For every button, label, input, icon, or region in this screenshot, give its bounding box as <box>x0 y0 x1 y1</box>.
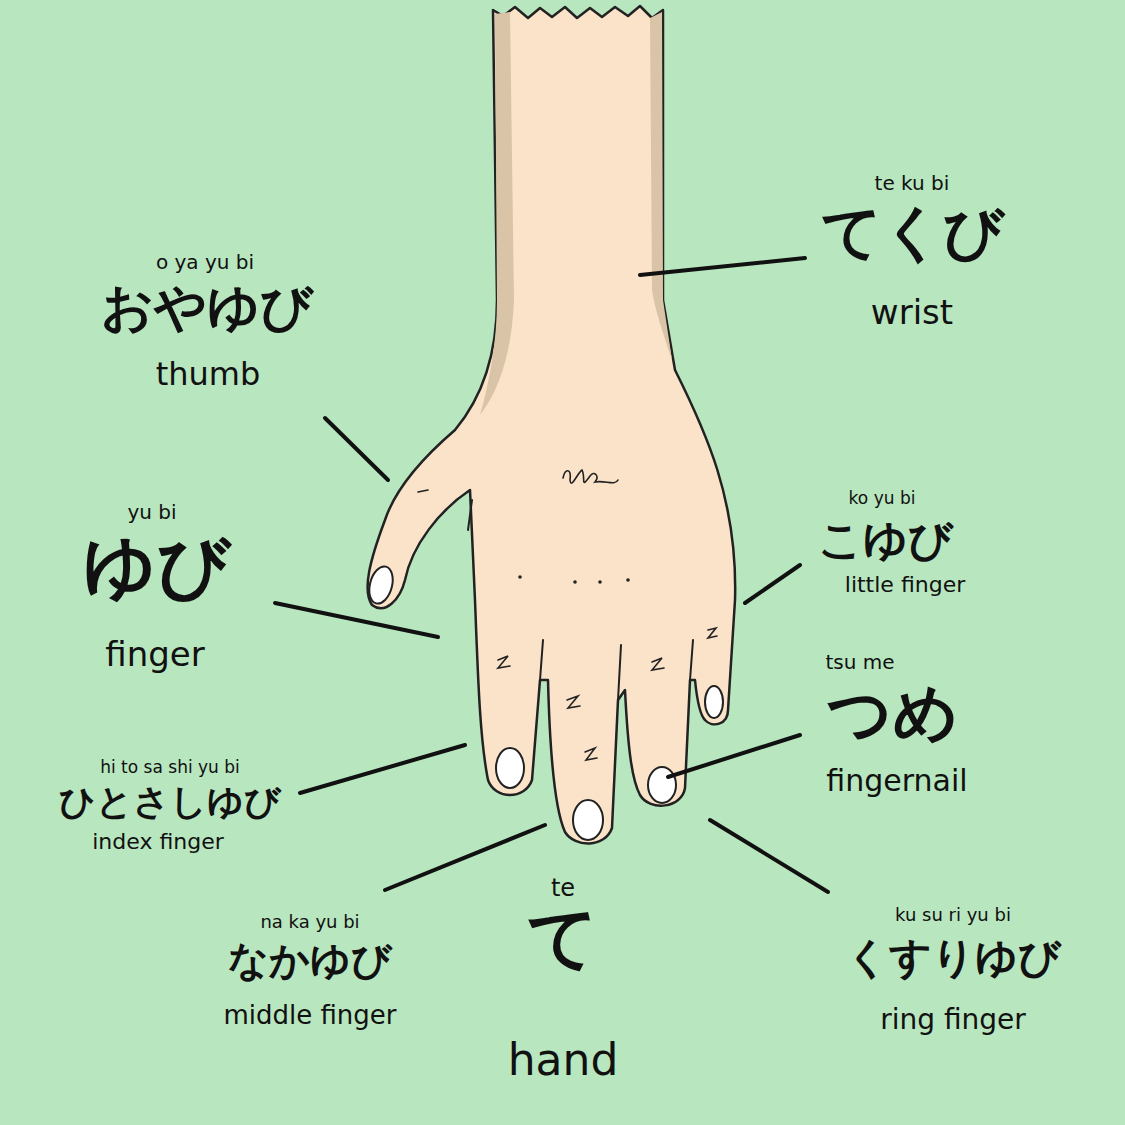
romaji-reading: hi to sa shi yu bi <box>100 758 240 777</box>
romaji-reading: te ku bi <box>875 172 950 194</box>
kana-term: おやゆび <box>101 279 313 336</box>
skin-creases <box>418 470 717 760</box>
kana-term: なかゆび <box>228 938 392 982</box>
arm-shadow <box>650 12 672 360</box>
romaji-reading: ku su ri yu bi <box>895 905 1011 925</box>
knuckle-marks <box>518 575 630 584</box>
english-gloss: wrist <box>871 294 953 331</box>
kana-term: ゆび <box>83 527 231 606</box>
romaji-reading: ko yu bi <box>849 489 916 508</box>
hand-outline <box>368 6 736 844</box>
kana-term: て <box>527 900 599 977</box>
leader-lines <box>275 258 828 892</box>
english-gloss: fingernail <box>826 764 967 797</box>
kana-term: こゆび <box>818 516 953 564</box>
english-gloss: finger <box>105 636 204 673</box>
kana-term: ひとさしゆび <box>59 782 281 822</box>
english-gloss: thumb <box>156 357 261 392</box>
english-gloss: little finger <box>845 573 965 597</box>
kana-term: くすりゆび <box>846 935 1061 981</box>
romaji-reading: o ya yu bi <box>156 251 254 273</box>
finger-gaps <box>468 500 693 700</box>
fingernails <box>365 564 723 840</box>
english-gloss: middle finger <box>223 1001 396 1030</box>
english-gloss: hand <box>508 1036 619 1084</box>
romaji-reading: na ka yu bi <box>260 912 359 932</box>
kana-term: つめ <box>827 678 959 748</box>
romaji-reading: tsu me <box>825 651 894 673</box>
english-gloss: index finger <box>92 830 224 854</box>
kana-term: てくび <box>821 199 1004 265</box>
romaji-reading: te <box>551 875 575 901</box>
romaji-reading: yu bi <box>127 501 176 523</box>
english-gloss: ring finger <box>880 1005 1026 1036</box>
arm-shadow <box>480 12 514 415</box>
